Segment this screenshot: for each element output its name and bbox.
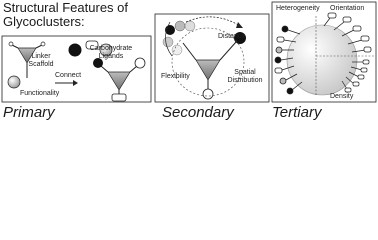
density-label: Density [330,93,354,100]
assembled-ligand-left-icon [93,58,103,68]
connect-arrow-head [73,80,78,86]
secondary-caption: Secondary [162,104,234,121]
ligand-dark-icon [68,43,82,57]
connect-label: Connect [55,72,82,79]
assembled-arm-right [129,65,138,73]
flex-ligand-3-icon [184,20,196,32]
secondary-ligand-bottom-icon [202,88,214,100]
distance-arrow-head [236,22,243,28]
assembled-ligand-right-icon [134,57,146,69]
assembled-functionality-icon [111,93,127,102]
density-ligands [341,59,370,93]
primary-caption: Primary [3,104,55,121]
flex-ligand-5-icon [171,44,183,56]
tertiary-panel [271,1,377,103]
flexibility-label: Flexibility [161,73,190,80]
secondary-arm-right [219,41,237,61]
secondary-ligand-right-icon [234,32,246,44]
functionality-label: Functionality [20,90,60,97]
spatial-distribution-ring [171,27,245,97]
heterogeneity-label: Heterogeneity [276,5,320,12]
assembled-scaffold-shape [107,71,131,91]
assembled-arm-left [100,65,109,73]
linker-scaffold-shape [17,47,37,64]
distance-label: Distance [218,33,246,40]
primary-panel [1,35,152,103]
heterogeneity-ligands [274,25,303,95]
spatial-distribution-label: Spatial Distribution [227,69,263,84]
figure-title: Structural Features of Glycoclusters: [3,0,128,29]
flex-ligand-2-icon [174,20,186,32]
flexibility-arc [165,21,173,57]
scaffold-arm-right-end [40,41,46,47]
scaffold-arm-left-end [8,41,14,47]
functionality-group-icon [7,75,21,89]
ligand-white-rect-icon [85,40,99,50]
secondary-scaffold-shape [195,59,221,81]
nanoparticle-sphere [286,24,358,96]
scaffold-arm-left [11,44,19,49]
tertiary-caption: Tertiary [272,104,322,121]
flex-ligand-4-icon [162,36,174,48]
linker-scaffold-label: Linker Scaffold [28,53,54,68]
diagram-canvas [1,1,377,103]
orientation-ligands [323,12,372,53]
distance-arrow [185,16,241,27]
ligand-grey-icon [99,43,113,57]
orientation-label: Orientation [330,5,365,12]
secondary-arm-left [182,42,197,61]
carbohydrate-ligands-label: Carbohydrate Ligands [89,45,133,60]
secondary-panel [154,13,270,103]
scaffold-arm-right [35,44,43,49]
